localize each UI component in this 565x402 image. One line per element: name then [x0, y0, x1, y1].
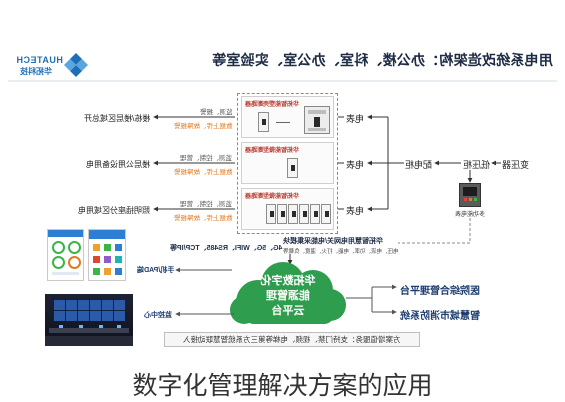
phone-app-screenshot	[88, 229, 126, 281]
logo-text-cn: 华拓科技	[20, 67, 52, 76]
row-control-text: 监测、控制、管理	[180, 155, 232, 162]
hospital-platform-label: 医院综合管理平台	[400, 286, 480, 297]
meter-label: 电表	[346, 114, 365, 124]
protocols-label: 4G、5G、WIFI、RS485、TCP/IP等	[170, 245, 283, 252]
meter-label: 电表	[346, 206, 365, 216]
row-data-text: 数据上传、故障报警	[173, 169, 233, 176]
multifunction-meter-label: 多功能电表	[455, 212, 486, 218]
row-control-text: 监测、控制、管理	[180, 201, 232, 208]
row-control-text: 监测、报警	[199, 109, 233, 116]
mini-breaker-icon	[277, 204, 287, 224]
logo-icon	[64, 53, 88, 77]
transformer-label: 变压器	[502, 160, 530, 170]
row-data-text: 数据上传、故障报警	[173, 123, 233, 130]
page-title: 用电系统改造架构：办公楼、科室、办公室、实验室等	[212, 52, 553, 68]
breaker-row-label: 华拓智能塑壳断路器	[245, 102, 300, 108]
mini-breaker-icon	[258, 112, 269, 132]
service-note-text: 方案增值服务：支持门禁、视频、电梯等第三方系统智慧联动接入	[183, 335, 401, 344]
cloud-platform-line: 云平台	[271, 305, 305, 317]
control-room-photo	[45, 294, 133, 346]
distribution-cabinet-label: 配电柜	[405, 160, 433, 170]
logo-text-en: HUATECH	[16, 55, 63, 65]
monitor-center-label: 监控中心	[144, 312, 172, 319]
breaker-row-label: 华拓智能微型断路器	[245, 194, 300, 200]
multimeter-to-gateway-dashed-link	[398, 218, 471, 244]
multifunction-meter-icon	[459, 183, 481, 207]
image-caption: 数字化管理解决方案的应用	[132, 372, 433, 400]
lv-cabinet-label: 低压柜	[463, 160, 491, 170]
load-target-label: 楼栋/楼层区域总开	[83, 114, 150, 123]
fire-system-label: 智慧城市消防系统	[400, 311, 480, 322]
breaker-row-label: 华拓智能微型断路器	[245, 148, 300, 154]
connector-dash	[276, 122, 290, 123]
mini-breaker-icon	[310, 204, 320, 224]
mccb-breaker-icon	[304, 106, 330, 134]
phone-app-screenshot	[47, 229, 84, 281]
mini-breaker-icon	[288, 204, 298, 224]
mini-breaker-icon	[287, 158, 298, 178]
cloud-platform-line: 能源管理	[266, 290, 310, 302]
mini-breaker-icon	[321, 204, 331, 224]
meter-label: 电表	[346, 160, 365, 170]
cloud-platform-line: 华拓数字化	[260, 275, 316, 287]
breaker-group-frame	[237, 93, 338, 234]
gateway-title: 华拓智慧用电网关/电能采集模块	[283, 238, 383, 245]
cloud-shape	[230, 262, 346, 324]
mobile-client-label: 手机/PAD端	[137, 267, 175, 274]
mini-breaker-icon	[299, 204, 309, 224]
load-target-label: 楼层公用设备用电	[86, 160, 150, 169]
row-data-text: 数据上传、故障报警	[173, 215, 233, 222]
load-target-label: 照明插座分区域用电	[78, 206, 150, 215]
mini-breaker-icon	[266, 204, 276, 224]
service-note-box: 方案增值服务：支持门禁、视频、电梯等第三方系统智慧联动接入	[164, 332, 420, 347]
gateway-params: 电压、电流、功率、电能、打火、温度、负载等	[283, 249, 399, 255]
